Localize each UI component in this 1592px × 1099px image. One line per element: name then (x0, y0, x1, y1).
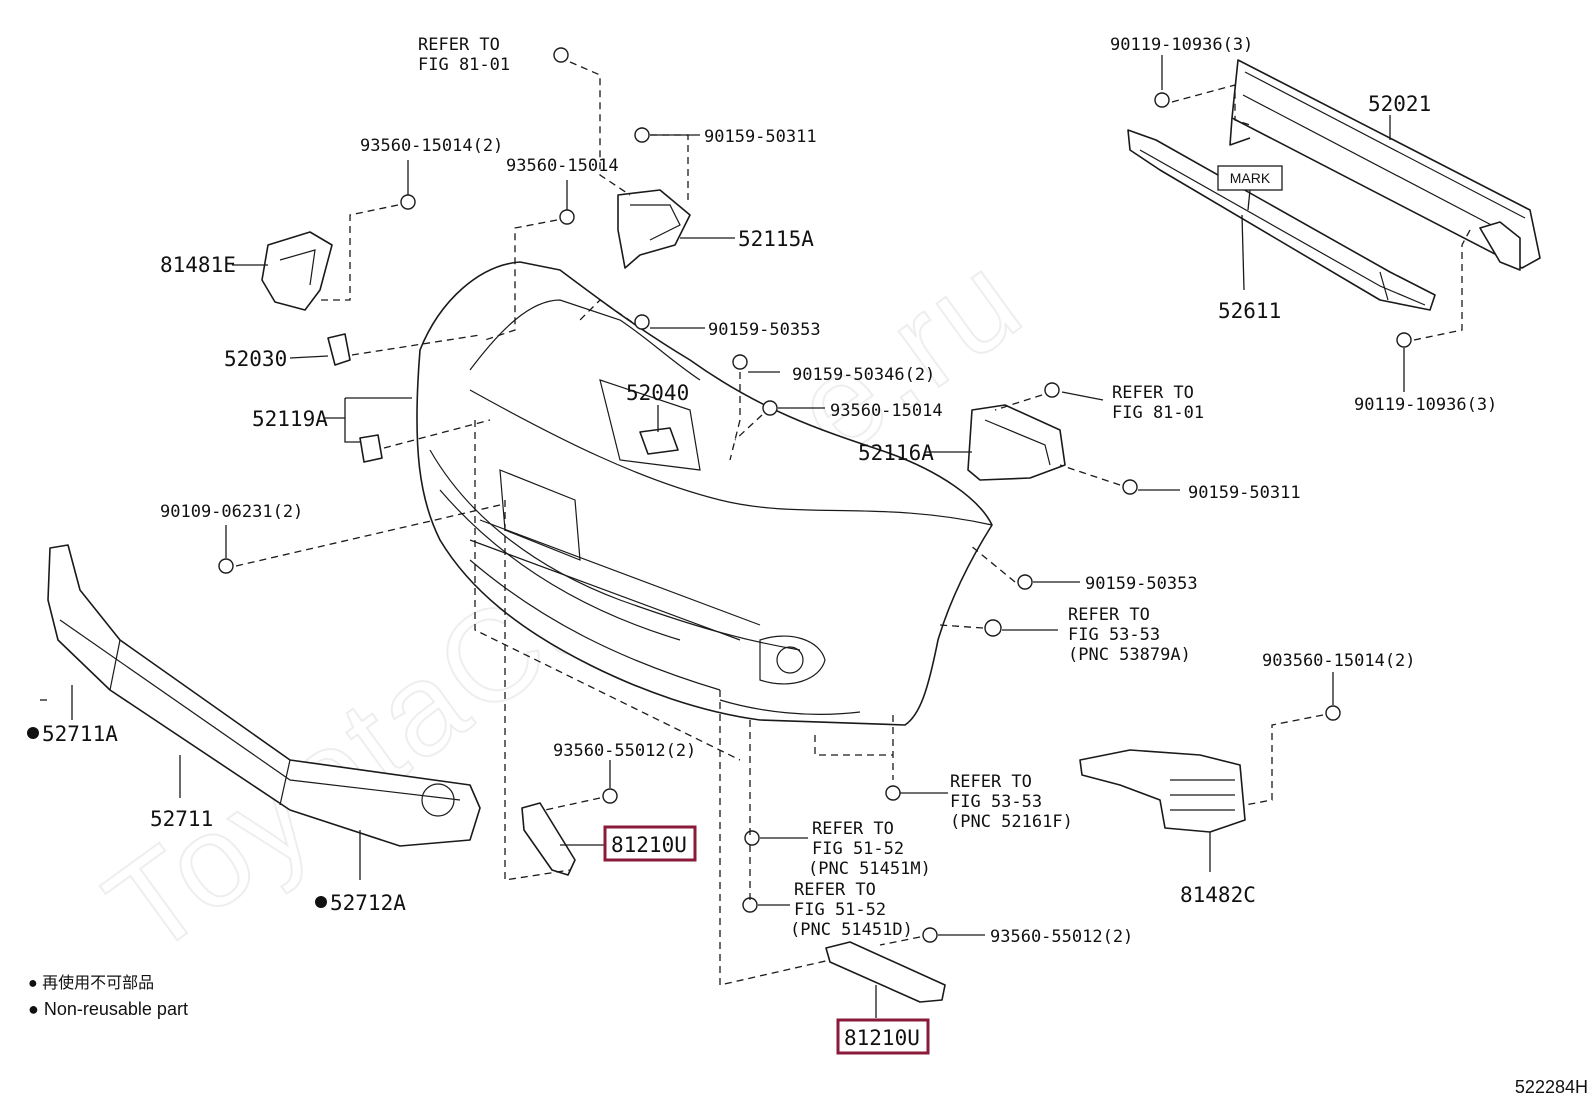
label-81482C: 81482C (1180, 883, 1256, 907)
label-52611: 52611 (1218, 299, 1281, 323)
label-903560-15014: 903560-15014(2) (1262, 651, 1416, 671)
label-90159-50311-right: 90159-50311 (1188, 483, 1301, 503)
label-81210U-left: 81210U (611, 833, 687, 857)
label-52116A: 52116A (858, 441, 934, 465)
label-refer-51-52-b-3: (PNC 51451D) (790, 920, 913, 940)
legend-english: ● Non-reusable part (28, 999, 188, 1019)
label-52711: 52711 (150, 807, 213, 831)
bumper-reinforcement-drawing (1229, 59, 1541, 271)
label-93560-55012-left: 93560-55012(2) (553, 741, 696, 761)
legend-japanese: ● 再使用不可部品 (28, 974, 154, 992)
lamp-bracket-81482C-drawing (1079, 749, 1246, 833)
non-reusable-dot-52711A (27, 727, 39, 739)
label-93560-15014-mid: 93560-15014 (506, 156, 619, 176)
label-refer-53-53-a-3: (PNC 53879A) (1068, 645, 1191, 665)
highlight-81210U-left (603, 825, 697, 862)
non-reusable-dot-52712A (315, 896, 327, 908)
label-refer-81-01-top-1: REFER TO (418, 35, 500, 55)
label-refer-53-53-b-1: REFER TO (950, 772, 1032, 792)
diagram-id: 522284H (1515, 1077, 1588, 1097)
label-90159-50353-right: 90159-50353 (1085, 574, 1198, 594)
label-52115A: 52115A (738, 227, 814, 251)
label-90159-50311-top: 90159-50311 (704, 127, 817, 147)
label-93560-15014-2: 93560-15014(2) (360, 136, 503, 156)
moulding-81210U-left-drawing (521, 802, 576, 876)
part-52030-drawing (327, 333, 351, 366)
label-refer-53-53-a-1: REFER TO (1068, 605, 1150, 625)
label-90119-10936-bottom: 90119-10936(3) (1354, 395, 1497, 415)
label-81481E: 81481E (160, 253, 236, 277)
highlight-81210U-bottom (836, 1018, 930, 1055)
label-52712A: 52712A (330, 891, 406, 915)
label-refer-53-53-a-2: FIG 53-53 (1068, 625, 1160, 645)
label-90109-06231: 90109-06231(2) (160, 502, 303, 522)
label-90119-10936-top: 90119-10936(3) (1110, 35, 1253, 55)
fasteners (218, 47, 1412, 943)
retainer-81481E-drawing (261, 231, 333, 311)
lower-spoiler-drawing (47, 544, 481, 847)
label-refer-51-52-a-2: FIG 51-52 (812, 839, 904, 859)
label-refer-51-52-b-2: FIG 51-52 (794, 900, 886, 920)
label-90159-50346: 90159-50346(2) (792, 365, 935, 385)
part-52040-drawing (639, 427, 679, 455)
mark-label: MARK (1230, 170, 1271, 186)
part-52119A-drawing (359, 434, 383, 463)
bracket-52115A-drawing (617, 189, 691, 269)
label-93560-15014-right: 93560-15014 (830, 401, 943, 421)
mark-box (1217, 165, 1283, 191)
label-90159-50353-top: 90159-50353 (708, 320, 821, 340)
label-93560-55012-right: 93560-55012(2) (990, 927, 1133, 947)
label-refer-51-52-a-1: REFER TO (812, 819, 894, 839)
label-81210U-bottom: 81210U (844, 1026, 920, 1050)
label-refer-53-53-b-2: FIG 53-53 (950, 792, 1042, 812)
moulding-81210U-bottom-drawing (825, 941, 946, 1003)
label-refer-81-01-right-1: REFER TO (1112, 383, 1194, 403)
label-refer-53-53-b-3: (PNC 52161F) (950, 812, 1073, 832)
label-52040: 52040 (626, 381, 689, 405)
label-52711A: 52711A (42, 722, 118, 746)
label-refer-51-52-b-1: REFER TO (794, 880, 876, 900)
label-refer-51-52-a-3: (PNC 51451M) (808, 859, 931, 879)
label-52030: 52030 (224, 347, 287, 371)
label-52119A: 52119A (252, 407, 328, 431)
leader-lines (71, 55, 1405, 1018)
label-refer-81-01-right-2: FIG 81-01 (1112, 403, 1204, 423)
label-refer-81-01-top-2: FIG 81-01 (418, 55, 510, 75)
label-52021: 52021 (1368, 92, 1431, 116)
bracket-52116A-drawing (967, 404, 1066, 481)
